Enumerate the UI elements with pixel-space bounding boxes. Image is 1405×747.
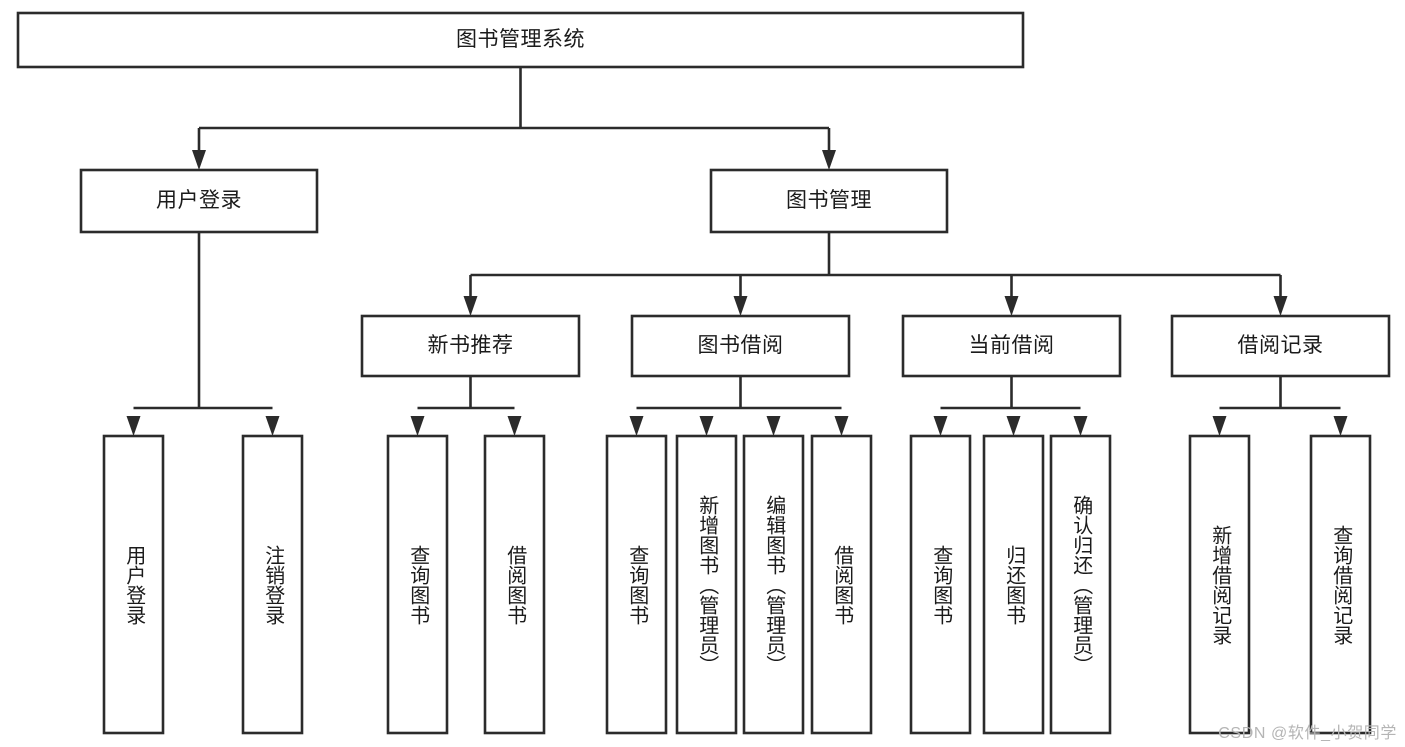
node-root-box[interactable] xyxy=(16,11,1025,69)
arrow-head-level2 xyxy=(192,150,206,170)
node-level3-box-3[interactable] xyxy=(1170,314,1391,378)
boxes-layer xyxy=(16,11,1391,735)
arrow-head-leaf xyxy=(629,416,644,436)
arrow-head-leaf xyxy=(699,416,714,436)
arrow-head-level3 xyxy=(733,296,748,316)
node-leaf-box-0[interactable] xyxy=(102,434,165,735)
node-leaf-box-2[interactable] xyxy=(386,434,449,735)
arrow-head-level3 xyxy=(463,296,478,316)
node-leaf-box-12[interactable] xyxy=(1309,434,1372,735)
arrow-head-leaf xyxy=(933,416,948,436)
arrow-head-level2 xyxy=(822,150,836,170)
arrow-head-leaf xyxy=(766,416,781,436)
arrow-head-leaf xyxy=(1006,416,1021,436)
node-leaf-box-6[interactable] xyxy=(742,434,805,735)
node-leaf-box-11[interactable] xyxy=(1188,434,1251,735)
node-leaf-box-3[interactable] xyxy=(483,434,546,735)
node-level2-box-0[interactable] xyxy=(79,168,319,234)
arrow-head-leaf xyxy=(1212,416,1227,436)
arrow-head-leaf xyxy=(1073,416,1088,436)
node-level3-box-0[interactable] xyxy=(360,314,581,378)
node-leaf-box-10[interactable] xyxy=(1049,434,1112,735)
arrow-head-level3 xyxy=(1004,296,1019,316)
arrow-head-level3 xyxy=(1273,296,1288,316)
arrow-head-leaf xyxy=(126,416,141,436)
arrow-head-leaf xyxy=(507,416,522,436)
arrow-head-leaf xyxy=(1333,416,1348,436)
node-leaf-box-9[interactable] xyxy=(982,434,1045,735)
connectors-layer xyxy=(126,67,1348,436)
node-leaf-box-8[interactable] xyxy=(909,434,972,735)
node-leaf-box-7[interactable] xyxy=(810,434,873,735)
node-leaf-box-5[interactable] xyxy=(675,434,738,735)
node-leaf-box-1[interactable] xyxy=(241,434,304,735)
arrow-head-leaf xyxy=(834,416,849,436)
node-level3-box-1[interactable] xyxy=(630,314,851,378)
node-level2-box-1[interactable] xyxy=(709,168,949,234)
node-level3-box-2[interactable] xyxy=(901,314,1122,378)
arrow-head-leaf xyxy=(265,416,280,436)
node-leaf-box-4[interactable] xyxy=(605,434,668,735)
arrow-head-leaf xyxy=(410,416,425,436)
